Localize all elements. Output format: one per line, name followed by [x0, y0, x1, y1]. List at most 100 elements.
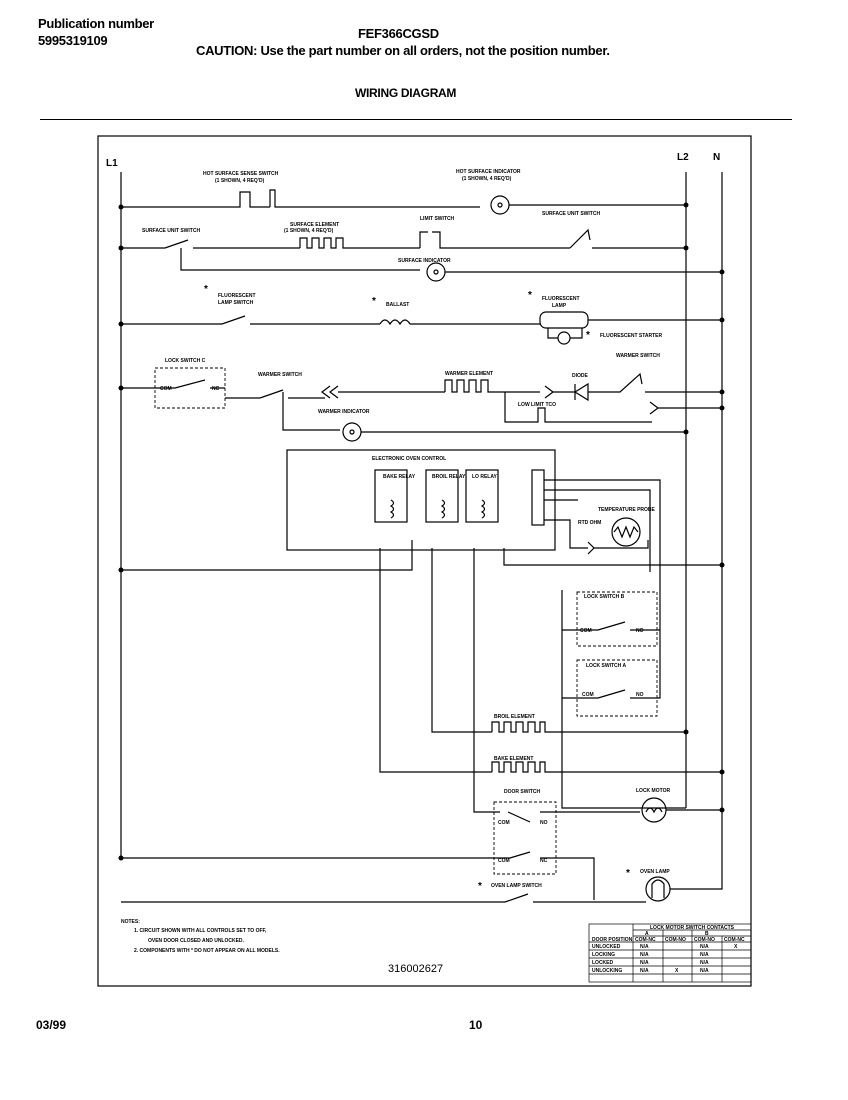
bake-relay-label: BAKE RELAY [383, 474, 416, 480]
contact-table-col-3: COM-NC [724, 937, 745, 943]
lock-switch-b-box [576, 591, 658, 647]
hot-surface-indicator-qty: (1 SHOWN, 4 REQ'D) [462, 176, 512, 182]
ballast-star: * [372, 296, 376, 307]
hot-surface-circuit: HOT SURFACE SENSE SWITCH (1 SHOWN, 4 REQ… [121, 169, 686, 215]
contact-table-title: LOCK MOTOR SWITCH CONTACTS [650, 925, 735, 931]
warmer-switch-left-label: WARMER SWITCH [258, 372, 302, 378]
oven-lamp-circuit: * OVEN LAMP * OVEN LAMP SWITCH [121, 860, 723, 903]
fluorescent-switch-star: * [204, 284, 208, 295]
warmer-element-label: WARMER ELEMENT [445, 371, 493, 377]
broil-element-label: BROIL ELEMENT [494, 714, 535, 720]
lock-switch-b-com: COM [580, 628, 592, 634]
lock-switch-c-label: LOCK SWITCH C [165, 358, 206, 364]
lock-switch-a-label: LOCK SWITCH A [586, 663, 626, 669]
contact-table-group-a: A [645, 931, 649, 937]
ballast-label: BALLAST [386, 302, 409, 308]
fluorescent-lamp-switch-label: FLUORESCENT [218, 293, 256, 299]
l1-label: L1 [106, 158, 118, 169]
low-limit-tco-label: LOW LIMIT TCO [518, 402, 556, 408]
bake-relay-box [374, 469, 408, 523]
door-switch-com-top: COM [498, 820, 510, 826]
contact-table: LOCK MOTOR SWITCH CONTACTS A B DOOR POSI… [588, 923, 752, 983]
electronic-oven-control-label: ELECTRONIC OVEN CONTROL [372, 456, 446, 462]
l2-label: L2 [677, 152, 689, 163]
contact-cell: N/A [640, 952, 649, 958]
bus-lines [120, 172, 723, 860]
warmer-indicator-label: WARMER INDICATOR [318, 409, 370, 415]
oven-lamp-star: * [626, 868, 630, 879]
contact-row-label: UNLOCKED [592, 944, 621, 950]
contact-cell: N/A [700, 952, 709, 958]
lo-relay-label: LO RELAY [472, 474, 497, 480]
contact-cell: X [734, 944, 738, 950]
door-switch-com-bottom: COM [498, 858, 510, 864]
limit-switch-label: LIMIT SWITCH [420, 216, 455, 222]
lock-switch-c-nc: NC [212, 386, 220, 392]
oven-lamp-switch-label: OVEN LAMP SWITCH [491, 883, 542, 889]
contact-table-first-header: DOOR POSITION [592, 937, 633, 943]
broil-relay-label: BROIL RELAY [432, 474, 466, 480]
lock-motor-icon [641, 797, 667, 823]
hot-surface-sense-qty: (1 SHOWN, 4 REQ'D) [215, 178, 265, 184]
contact-cell: N/A [700, 960, 709, 966]
lock-switch-b-label: LOCK SWITCH B [584, 594, 625, 600]
door-switch-no: NO [540, 820, 548, 826]
model-number: FEF366CGSD [358, 26, 439, 41]
lock-switch-a-no: NO [636, 692, 644, 698]
hot-surface-indicator-icon [490, 195, 510, 215]
note-2: 2. COMPONENTS WITH * DO NOT APPEAR ON AL… [134, 948, 280, 954]
warmer-switch-right-label: WARMER SWITCH [616, 353, 660, 359]
fluorescent-lamp-label-2: LAMP [552, 303, 567, 309]
door-switch-box [493, 801, 557, 875]
oven-lamp-label: OVEN LAMP [640, 869, 670, 875]
contact-row-label: LOCKING [592, 952, 615, 958]
door-switch-nc: NC [540, 858, 548, 864]
lock-motor-label: LOCK MOTOR [636, 788, 670, 794]
diode-label: DIODE [572, 373, 589, 379]
oven-lamp-switch-star: * [478, 881, 482, 892]
rtd-ohm-label: RTD OHM [578, 520, 601, 526]
contact-table-col-0: COM-NC [635, 937, 656, 943]
surface-element-circuit: SURFACE UNIT SWITCH SURFACE ELEMENT (1 S… [121, 211, 722, 282]
lock-switch-a-com: COM [582, 692, 594, 698]
hot-surface-sense-label: HOT SURFACE SENSE SWITCH [203, 171, 279, 177]
fluorescent-lamp-switch-label-2: LAMP SWITCH [218, 300, 254, 306]
notes-heading: NOTES: [121, 919, 140, 925]
page-number: 10 [469, 1018, 483, 1032]
electronic-oven-control-box [286, 449, 556, 551]
note-1b: OVEN DOOR CLOSED AND UNLOCKED. [148, 938, 245, 944]
contact-cell: N/A [700, 944, 709, 950]
contact-cell: N/A [640, 960, 649, 966]
broil-relay-box [425, 469, 459, 523]
fluorescent-starter-star: * [586, 330, 590, 341]
junction-dots [118, 202, 725, 861]
oven-elements: BROIL ELEMENT BAKE ELEMENT [491, 714, 722, 773]
warmer-circuit: LOCK SWITCH C COM NC WARMER SWITCH WARME… [121, 353, 722, 442]
footer-date: 03/99 [36, 1018, 67, 1032]
fluorescent-circuit: * FLUORESCENT LAMP SWITCH * BALLAST * FL… [121, 284, 722, 345]
surface-element-qty: (1 SHOWN, 4 REQ'D) [284, 228, 334, 234]
fluorescent-starter-label: FLUORESCENT STARTER [600, 333, 663, 339]
publication-number: 5995319109 [38, 33, 108, 48]
temperature-probe-label: TEMPERATURE PROBE [598, 507, 656, 513]
contact-cell: N/A [640, 968, 649, 974]
control-wiring [121, 540, 722, 813]
hot-surface-indicator-label: HOT SURFACE INDICATOR [456, 169, 521, 175]
surface-indicator-icon [426, 262, 446, 282]
lo-relay-box [465, 469, 499, 523]
surface-unit-switch-left-label: SURFACE UNIT SWITCH [142, 228, 200, 234]
diagram-border [97, 135, 752, 987]
notes: NOTES: 1. CIRCUIT SHOWN WITH ALL CONTROL… [121, 919, 280, 954]
warmer-indicator-icon [342, 422, 362, 442]
fluorescent-lamp-label: FLUORESCENT [542, 296, 580, 302]
door-switch-label: DOOR SWITCH [504, 789, 540, 795]
part-number: 316002627 [388, 963, 443, 975]
note-1a: 1. CIRCUIT SHOWN WITH ALL CONTROLS SET T… [134, 928, 267, 934]
fluorescent-lamp-icon [539, 311, 589, 329]
contact-cell: X [675, 968, 679, 974]
contact-row-label: UNLOCKING [592, 968, 622, 974]
contact-table-group-b: B [705, 931, 709, 937]
n-label: N [713, 152, 720, 163]
electronic-oven-control: ELECTRONIC OVEN CONTROL BAKE RELAY BROIL… [286, 449, 661, 580]
